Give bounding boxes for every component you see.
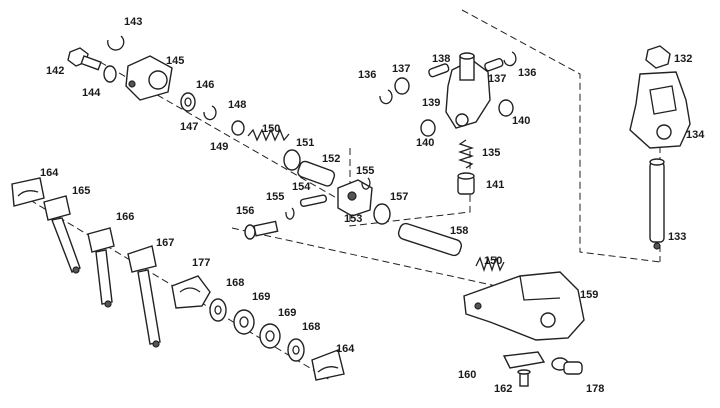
part-141-plug	[457, 172, 475, 195]
part-143-circlip	[107, 35, 125, 51]
part-label-159: 159	[580, 289, 599, 301]
part-160-latch	[502, 351, 546, 369]
part-138-pin-left	[428, 63, 450, 78]
part-label-155: 155	[356, 165, 375, 177]
part-label-153: 153	[344, 213, 363, 225]
part-162-screw	[517, 369, 531, 387]
part-label-158: 158	[450, 225, 469, 237]
part-155-clip-right	[361, 177, 371, 190]
part-label-133: 133	[668, 231, 687, 243]
part-label-151: 151	[296, 137, 315, 149]
part-137-pin-right	[484, 57, 504, 72]
part-label-148: 148	[228, 99, 247, 111]
part-149-ring	[231, 120, 245, 136]
part-label-147: 147	[180, 121, 199, 133]
part-168-washer-left	[209, 298, 227, 322]
part-label-156: 156	[236, 205, 255, 217]
part-136-clip-right	[503, 51, 517, 67]
part-134-lever-housing	[629, 71, 691, 149]
part-132-nut	[645, 45, 671, 69]
part-158-shaft	[397, 222, 463, 257]
part-164-plate-lower	[311, 349, 345, 381]
part-label-145: 145	[166, 55, 185, 67]
part-142-bolt	[67, 47, 102, 71]
part-label-143: 143	[124, 16, 143, 28]
part-label-169: 169	[252, 291, 271, 303]
part-155-clip-left	[285, 207, 295, 220]
part-152-piston	[297, 160, 336, 187]
part-label-150: 150	[484, 255, 503, 267]
part-157-washer	[373, 203, 391, 225]
part-159-valve-body	[463, 271, 585, 341]
part-label-136: 136	[358, 69, 377, 81]
part-label-138: 138	[432, 53, 451, 65]
part-label-140: 140	[416, 137, 435, 149]
part-169-lockwasher-right	[259, 323, 281, 349]
part-135-spring	[457, 139, 475, 169]
part-150-spring-lower	[475, 255, 505, 273]
part-label-142: 142	[46, 65, 65, 77]
part-label-164: 164	[336, 343, 355, 355]
part-153-block	[337, 179, 373, 217]
part-label-166: 166	[116, 211, 135, 223]
part-167-lever	[127, 245, 161, 348]
part-label-168: 168	[302, 321, 321, 333]
part-label-134: 134	[686, 129, 705, 141]
part-144-washer	[103, 65, 117, 83]
part-140-bush-right	[498, 99, 514, 117]
part-label-146: 146	[196, 79, 215, 91]
part-label-135: 135	[482, 147, 501, 159]
part-label-149: 149	[210, 141, 229, 153]
part-label-162: 162	[494, 383, 513, 395]
part-label-167: 167	[156, 237, 175, 249]
part-label-152: 152	[322, 153, 341, 165]
part-156-screw	[244, 220, 279, 240]
part-177-detent-block	[171, 275, 211, 309]
part-166-lever	[87, 227, 115, 308]
part-168-washer-right	[287, 338, 305, 362]
part-133-shaft	[649, 158, 665, 250]
part-label-137: 137	[392, 63, 411, 75]
part-136-clip-left	[379, 89, 393, 105]
part-label-150: 150	[262, 123, 281, 135]
part-label-157: 157	[390, 191, 409, 203]
part-label-177: 177	[192, 257, 211, 269]
part-label-136: 136	[518, 67, 537, 79]
part-label-165: 165	[72, 185, 91, 197]
part-137-bush-left	[394, 77, 410, 95]
part-label-154: 154	[292, 181, 311, 193]
part-label-139: 139	[422, 97, 441, 109]
part-150-spring-upper	[247, 128, 290, 142]
part-label-169: 169	[278, 307, 297, 319]
part-label-140: 140	[512, 115, 531, 127]
part-label-155: 155	[266, 191, 285, 203]
assembly-box-right	[461, 9, 661, 263]
part-146-washer	[180, 92, 196, 112]
assembly-axis-left	[29, 199, 331, 381]
part-label-178: 178	[586, 383, 605, 395]
part-label-168: 168	[226, 277, 245, 289]
part-147-clip	[203, 105, 217, 121]
part-169-lockwasher-left	[233, 309, 255, 335]
part-145-bracket	[125, 55, 173, 101]
part-label-164: 164	[40, 167, 59, 179]
part-151-washer	[283, 149, 301, 171]
part-164-plate-upper	[11, 177, 45, 207]
part-178-pin	[551, 357, 583, 375]
part-140-bush-left	[420, 119, 436, 137]
part-165-lever	[43, 195, 81, 274]
part-label-132: 132	[674, 53, 693, 65]
part-label-141: 141	[486, 179, 505, 191]
part-label-144: 144	[82, 87, 101, 99]
part-139-fork-housing	[445, 52, 491, 129]
part-label-160: 160	[458, 369, 477, 381]
part-154-pin	[299, 194, 328, 207]
part-label-137: 137	[488, 73, 507, 85]
